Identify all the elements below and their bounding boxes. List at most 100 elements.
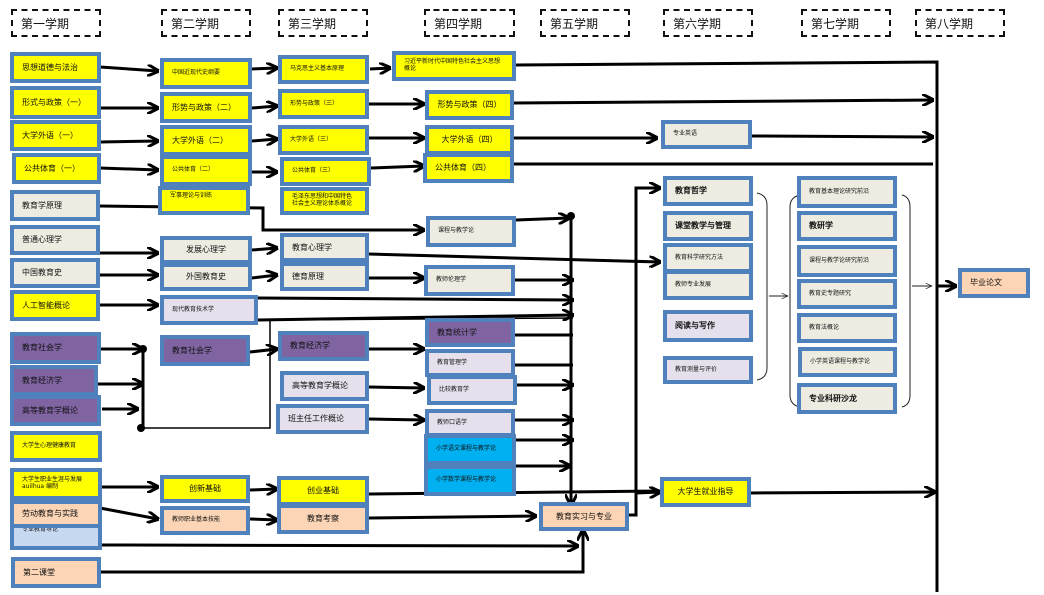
course-node[interactable]: 教育测量与评价	[663, 356, 753, 384]
course-node[interactable]: 形势与政策（四）	[425, 90, 514, 120]
course-node[interactable]: 军事理论与训练	[158, 186, 250, 215]
course-node[interactable]: 教师专业发展	[663, 270, 753, 300]
course-node[interactable]: 外国教育史	[160, 263, 252, 291]
course-node[interactable]: 大学外语（二）	[160, 125, 252, 156]
course-node[interactable]: 专业科研沙龙	[797, 383, 897, 414]
course-node[interactable]: 教育法概论	[797, 313, 897, 343]
course-node[interactable]: 习近平新时代中国特色社会主义思想概论	[392, 51, 516, 81]
junction-dot	[567, 212, 575, 220]
arrow	[635, 492, 660, 493]
course-node[interactable]: 教育科学研究方法	[663, 243, 753, 273]
arrow	[751, 136, 933, 137]
arrow	[100, 530, 583, 574]
course-node[interactable]: 公共体育（四）	[423, 153, 514, 183]
course-node[interactable]: 专业英语	[661, 120, 752, 149]
course-node[interactable]: 教育考察	[277, 504, 369, 534]
course-node[interactable]: 形势与政策（三）	[278, 89, 369, 119]
course-node[interactable]: 教育哲学	[663, 176, 753, 206]
arrow	[628, 188, 660, 517]
course-node[interactable]: 创业基础	[277, 476, 369, 506]
course-node[interactable]: 普通心理学	[10, 225, 100, 255]
course-node[interactable]: 教育管理学	[425, 349, 515, 377]
course-node[interactable]: 比较教育学	[427, 375, 517, 405]
junction-dot	[137, 424, 145, 432]
arrow	[370, 166, 424, 168]
course-node[interactable]: 中国近现代史纲要	[160, 58, 252, 89]
arrow	[368, 419, 424, 420]
course-node[interactable]: 教研学	[797, 211, 897, 241]
course-node[interactable]: 第二课堂	[11, 557, 101, 588]
course-node[interactable]: 大学外语（一）	[10, 120, 101, 151]
semester-header-5: 第五学期	[540, 9, 630, 37]
course-node[interactable]: 教师口语学	[425, 409, 515, 437]
course-node[interactable]: 高等教育学概论	[10, 395, 101, 426]
course-node[interactable]: 马克思主义基本原理	[278, 55, 369, 84]
semester-header-3: 第三学期	[278, 9, 368, 37]
arrow	[99, 141, 158, 142]
junction-dot	[139, 345, 147, 353]
course-node[interactable]: 教育社会学	[160, 335, 250, 366]
course-node[interactable]: 人工智能概论	[10, 290, 100, 321]
course-node[interactable]: 形势与政策（二）	[160, 92, 252, 123]
course-node[interactable]: 教育经济学	[278, 331, 369, 361]
arrow	[249, 519, 277, 520]
course-node[interactable]: 公共体育（三）	[280, 157, 371, 186]
course-node[interactable]: 思想道德与法治	[10, 52, 101, 83]
arrow	[251, 106, 277, 108]
course-node[interactable]: 教育社会学	[10, 332, 101, 364]
course-node[interactable]: 大学生心理健康教育	[10, 431, 102, 462]
course-node[interactable]: 劳动教育与实践	[10, 500, 102, 528]
course-node[interactable]: 小学语文课程与教学论	[424, 434, 516, 465]
course-node[interactable]: 教师伦理学	[424, 265, 515, 296]
course-node-thesis[interactable]: 毕业论文	[958, 268, 1030, 298]
course-node[interactable]: 阅读与写作	[663, 310, 753, 342]
course-node[interactable]: 班主任工作概论	[276, 404, 369, 434]
course-node[interactable]: 形式与政策（一）	[10, 86, 101, 119]
course-node[interactable]: 小学数学课程与教学论	[424, 465, 516, 496]
arrow	[99, 168, 158, 170]
arrow	[513, 100, 933, 103]
course-node[interactable]: 大学外语（三）	[278, 125, 369, 155]
course-node[interactable]: 大学生职业生涯与发展 auilhua 编制	[10, 468, 102, 500]
course-node[interactable]: 公共体育（二）	[160, 155, 252, 186]
course-node[interactable]: 中国教育史	[10, 258, 100, 288]
arrow	[251, 68, 277, 69]
arrow	[368, 516, 536, 518]
course-node[interactable]: 大学生就业指导	[660, 477, 751, 507]
semester-header-1: 第一学期	[11, 9, 101, 37]
course-node[interactable]: 教育基本理论研究前沿	[797, 176, 897, 208]
bracket	[901, 194, 911, 408]
arrow	[257, 298, 573, 300]
course-node[interactable]: 教育实习与专业	[539, 502, 629, 531]
semester-header-4: 第四学期	[424, 9, 515, 37]
course-node[interactable]: 高等教育学概论	[280, 371, 369, 401]
course-node[interactable]: 教育学原理	[10, 190, 100, 221]
arrow	[368, 252, 660, 262]
course-node[interactable]: 课程与教学论研究前沿	[797, 245, 897, 277]
course-node[interactable]: 教育心理学	[280, 233, 369, 262]
arrow	[257, 315, 573, 322]
course-node[interactable]: 德育原理	[280, 262, 369, 291]
semester-header-2: 第二学期	[161, 9, 251, 37]
arrow	[99, 67, 158, 71]
course-node[interactable]: 公共体育（一）	[12, 153, 101, 184]
arrow	[368, 387, 424, 388]
arrow	[99, 545, 578, 546]
course-node[interactable]: 发展心理学	[160, 236, 252, 264]
course-node[interactable]: 课程与教学论	[426, 216, 516, 247]
course-node[interactable]: 创新基础	[160, 475, 250, 503]
arrow	[251, 248, 277, 250]
course-node[interactable]: 大学外语（四）	[425, 125, 514, 155]
course-node[interactable]: 教师职业基本技能	[160, 506, 250, 535]
semester-header-8: 第八学期	[915, 9, 1005, 37]
course-node[interactable]: 教育史专题研究	[797, 279, 897, 309]
course-node[interactable]: 教育统计学	[425, 318, 515, 347]
semester-header-6: 第六学期	[663, 9, 753, 37]
course-node[interactable]: 教育经济学	[10, 365, 98, 396]
semester-header-7: 第七学期	[801, 9, 891, 37]
course-node[interactable]: 毛泽东思想和中国特色社会主义理论体系概论	[280, 187, 369, 215]
course-node[interactable]: 小学英语课程与教学论	[798, 347, 897, 377]
course-node[interactable]: 现代教育技术学	[160, 295, 258, 325]
course-node[interactable]: 课堂教学与管理	[663, 211, 753, 241]
arrow	[749, 492, 935, 493]
